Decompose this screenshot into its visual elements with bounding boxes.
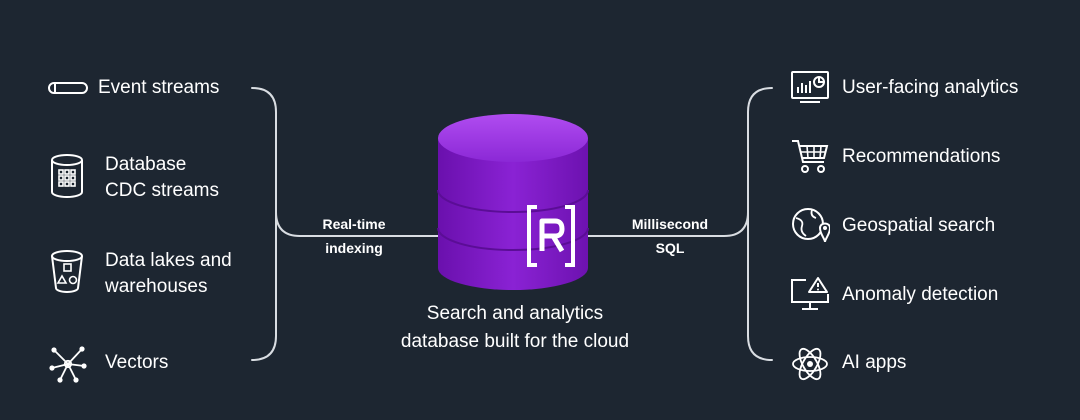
left-connector-label: Real-time indexing [322,216,386,256]
right-connector-label: Millisecond SQL [631,216,709,256]
left-bracket [251,87,441,361]
right-bracket [587,87,773,361]
input-label-database-cdc: Database CDC streams [105,154,220,201]
event-stream-icon [48,80,88,96]
monitor-warning-icon [790,276,830,312]
vectors-network-icon [48,344,88,384]
output-label-recommendations: Recommendations [842,146,1001,167]
center-caption: Search and analytics database built for … [400,303,630,352]
analytics-dashboard-icon [790,70,830,104]
input-label-vectors: Vectors [105,352,169,373]
database-cylinder [437,114,589,290]
data-lake-bucket-icon [50,250,84,294]
output-label-ai-apps: AI apps [842,352,907,373]
shopping-cart-icon [790,138,830,174]
globe-location-icon [790,206,830,246]
input-label-event-streams: Event streams [98,77,220,98]
input-label-data-lakes: Data lakes and warehouses [105,250,232,297]
output-label-user-facing-analytics: User-facing analytics [842,77,1019,98]
atom-ai-icon [790,344,830,384]
output-label-anomaly-detection: Anomaly detection [842,284,999,305]
rockset-logo-icon [527,205,575,267]
database-cdc-icon [50,154,84,198]
output-label-geospatial-search: Geospatial search [842,215,996,236]
